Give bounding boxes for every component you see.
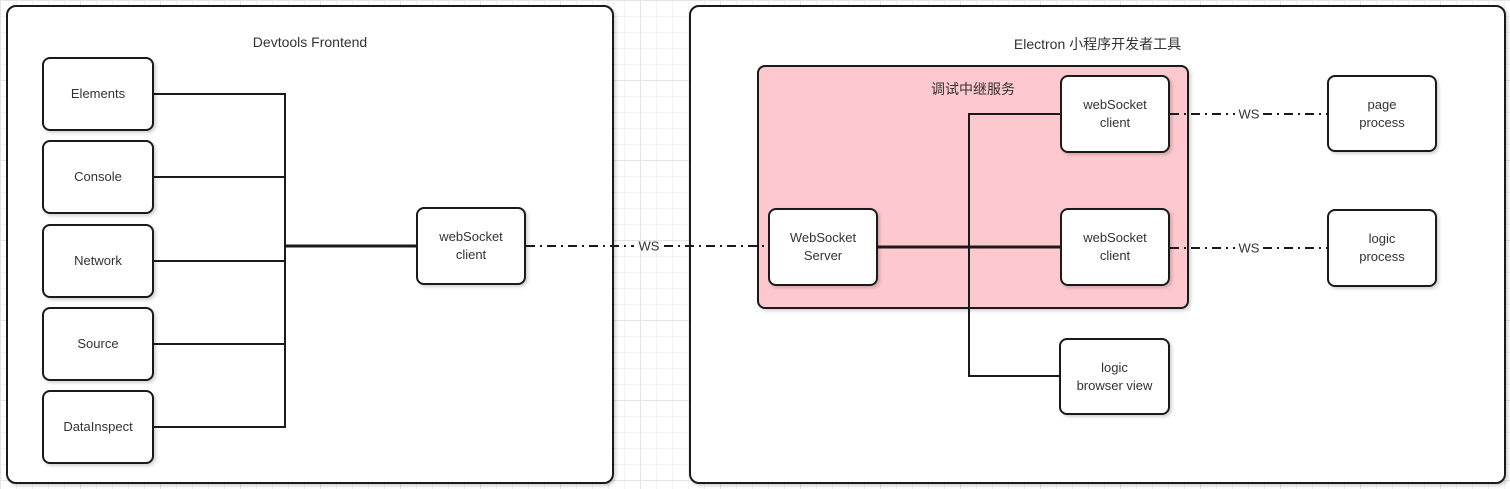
node-source: Source: [42, 307, 154, 381]
node-websocket-client-top: webSocket client: [1060, 75, 1170, 153]
relay-service-title: 调试中继服务: [931, 81, 1015, 97]
node-datainspect: DataInspect: [42, 390, 154, 464]
node-network: Network: [42, 224, 154, 298]
node-elements: Elements: [42, 57, 154, 131]
node-websocket-client-frontend: webSocket client: [416, 207, 526, 285]
node-websocket-server: WebSocket Server: [768, 208, 878, 286]
ws-label-left: WS: [638, 238, 660, 254]
node-page-process: page process: [1327, 75, 1437, 152]
devtools-frontend-title: Devtools Frontend: [252, 34, 368, 50]
electron-devtools-title: Electron 小程序开发者工具: [1013, 36, 1182, 52]
node-websocket-client-bottom: webSocket client: [1060, 208, 1170, 286]
node-logic-process: logic process: [1327, 209, 1437, 287]
ws-label-right-bottom: WS: [1238, 240, 1260, 256]
ws-label-right-top: WS: [1238, 106, 1260, 122]
node-logic-browser-view: logic browser view: [1059, 338, 1170, 415]
node-console: Console: [42, 140, 154, 214]
